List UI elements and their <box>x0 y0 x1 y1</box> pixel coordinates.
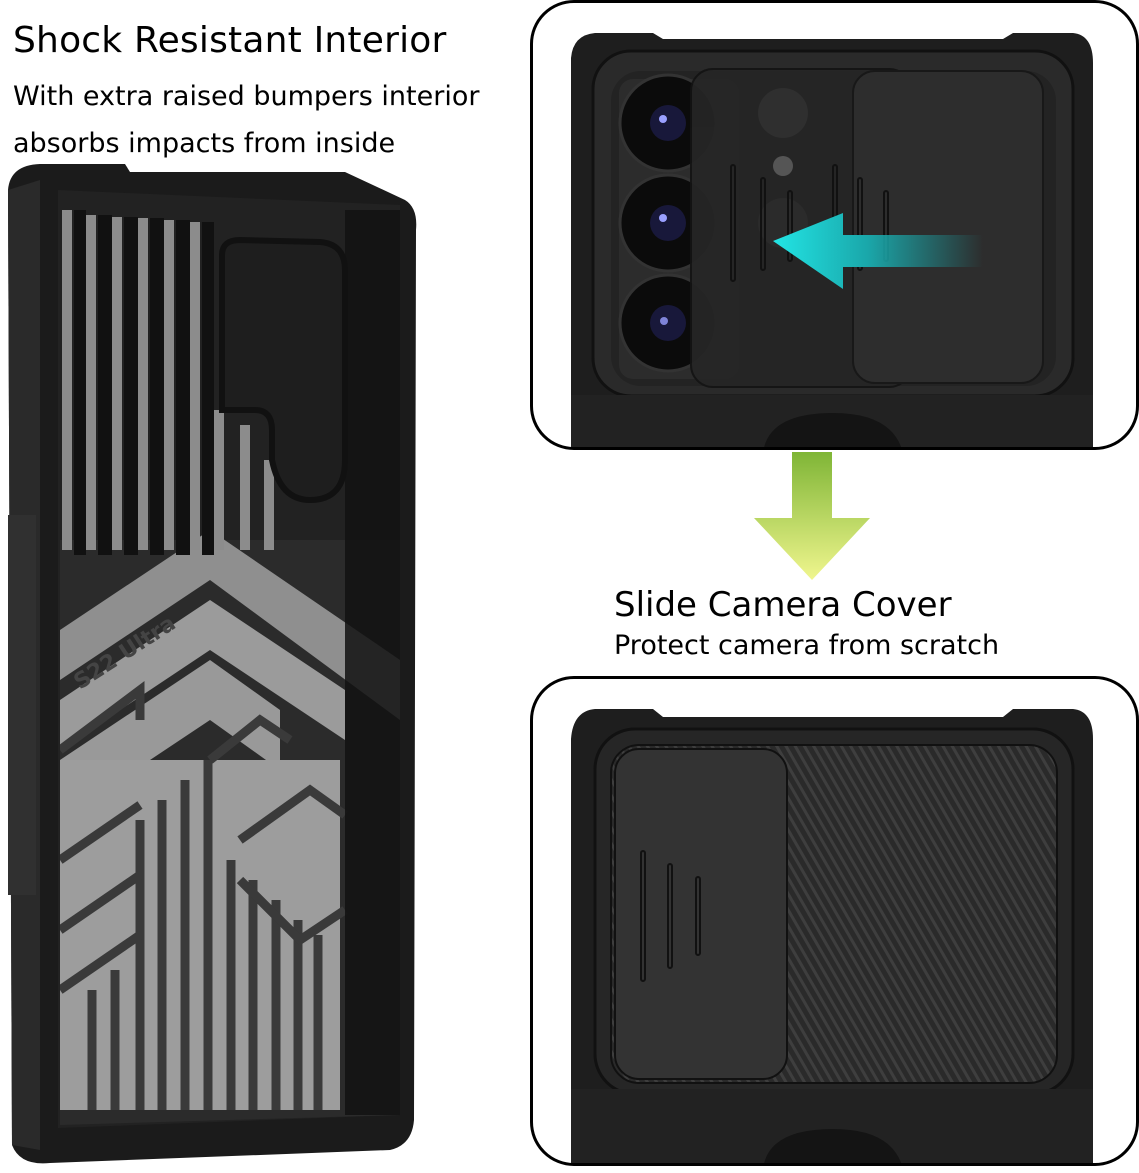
description-line-1: With extra raised bumpers interior <box>13 81 480 112</box>
arrow-left-icon <box>773 213 983 289</box>
arrow-down-icon <box>752 452 872 580</box>
headline-shock-resistant: Shock Resistant Interior <box>13 20 447 61</box>
camera-slider-panel-open <box>530 0 1139 450</box>
phone-case-interior-illustration: S22 Ultra <box>0 160 420 1173</box>
camera-slider-panel-closed <box>530 676 1139 1166</box>
description-camera-protect: Protect camera from scratch <box>614 630 1000 661</box>
description-line-2: absorbs impacts from inside <box>13 128 396 159</box>
headline-slide-camera-cover: Slide Camera Cover <box>614 585 952 625</box>
